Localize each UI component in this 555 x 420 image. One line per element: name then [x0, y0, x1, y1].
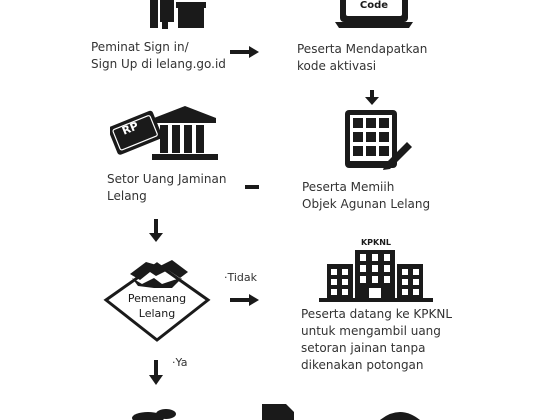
step-kpknl-line1: Peserta datang ke KPKNL — [301, 307, 453, 321]
money-bank-icon: RP — [110, 100, 220, 164]
code-label: Code — [359, 0, 389, 11]
kpknl-sign: KPKNL — [360, 238, 392, 247]
person-at-desk-icon — [140, 0, 210, 30]
step-code-line1: Peserta Mendapatkan — [297, 42, 428, 56]
branch-no-label: ·Tidak — [224, 271, 258, 284]
winner-line2: Lelang — [138, 307, 176, 320]
step-signin-text: Peminat Sign in/ Sign Up di lelang.go.id — [91, 39, 226, 73]
arrow-right-icon — [230, 293, 260, 307]
document-icon — [260, 402, 296, 420]
step-kpknl-line3: setoran jainan tanpa — [301, 341, 426, 355]
step-choose-text: Peserta Memiih Objek Agunan Lelang — [302, 179, 430, 213]
laptop-code-icon: Code — [335, 0, 415, 30]
tablet-catalog-icon — [345, 108, 415, 170]
step-deposit-text: Setor Uang Jaminan Lelang — [107, 171, 226, 205]
step-code-text: Peserta Mendapatkan kode aktivasi — [297, 41, 427, 75]
arrow-down-icon — [365, 90, 379, 106]
step-deposit-line1: Setor Uang Jaminan — [107, 172, 227, 186]
step-code-line2: kode aktivasi — [297, 59, 377, 73]
step-choose-line2: Objek Agunan Lelang — [302, 197, 431, 211]
coins-icon — [130, 404, 180, 420]
step-kpknl-line2: untuk mengambil uang — [301, 324, 441, 338]
arrow-down-icon — [149, 219, 163, 243]
connector-dash — [245, 185, 259, 189]
kpknl-building-icon: KPKNL — [317, 238, 435, 302]
step-deposit-line2: Lelang — [107, 189, 147, 203]
arrow-right-icon — [230, 45, 260, 59]
branch-yes-label: ·Ya — [172, 356, 188, 369]
step-kpknl-text: Peserta datang ke KPKNL untuk mengambil … — [301, 306, 452, 374]
step-kpknl-line4: dikenakan potongan — [301, 358, 424, 372]
step-choose-line1: Peserta Memiih — [302, 180, 395, 194]
step-signin-line1: Peminat Sign in/ — [91, 40, 189, 54]
arrow-down-icon — [149, 360, 163, 386]
handshake-icon — [130, 260, 188, 288]
winner-line1: Pemenang — [127, 292, 187, 305]
graduation-cap-icon — [378, 408, 422, 420]
winner-diamond: Pemenang Lelang — [102, 248, 212, 344]
winner-label: Pemenang Lelang — [102, 291, 212, 321]
step-signin-line2: Sign Up di lelang.go.id — [91, 57, 226, 71]
